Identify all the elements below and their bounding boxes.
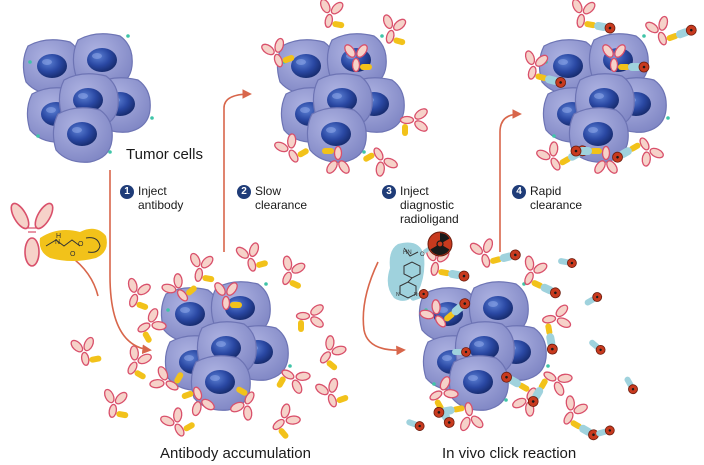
tumor-cell-cluster-1 xyxy=(23,34,153,163)
step-3: 3 Inject diagnostic radioligand xyxy=(382,184,459,226)
svg-text:H: H xyxy=(56,233,61,240)
arrow-inject-radioligand xyxy=(362,261,406,356)
antibody-icon xyxy=(10,202,54,267)
svg-text:N: N xyxy=(414,292,418,298)
step-1-text: Inject antibody xyxy=(138,184,184,212)
step-4: 4 Rapid clearance xyxy=(512,184,582,212)
arrow-inject-antibody xyxy=(109,170,152,355)
tco-tag-icon: H N O O xyxy=(39,228,107,261)
label-click-reaction: In vivo click reaction xyxy=(442,445,577,462)
radioactive-icon xyxy=(427,231,453,257)
svg-text:HN: HN xyxy=(403,250,412,256)
svg-text:N: N xyxy=(396,292,400,298)
tumor-cell-cluster-2 xyxy=(277,34,407,163)
step-4-text: Rapid clearance xyxy=(530,184,583,212)
arrow-slow-clearance xyxy=(223,89,252,252)
step-4-badge: 4 xyxy=(512,185,526,199)
svg-text:O: O xyxy=(420,252,425,258)
svg-text:N: N xyxy=(55,239,60,246)
step-3-text: Inject diagnostic radioligand xyxy=(400,184,459,226)
step-1-badge: 1 xyxy=(120,185,134,199)
arrow-rapid-clearance xyxy=(499,109,522,252)
svg-text:O: O xyxy=(78,241,84,248)
step-3-badge: 3 xyxy=(382,185,396,199)
arrow-tco-attach xyxy=(69,255,99,297)
label-tumor-cells: Tumor cells xyxy=(126,146,203,163)
step-2-badge: 2 xyxy=(237,185,251,199)
svg-text:O: O xyxy=(70,251,76,258)
step-1: 1 Inject antibody xyxy=(120,184,183,212)
step-2-text: Slow clearance xyxy=(255,184,308,212)
step-2: 2 Slow clearance xyxy=(237,184,307,212)
label-antibody-accumulation: Antibody accumulation xyxy=(160,445,311,462)
